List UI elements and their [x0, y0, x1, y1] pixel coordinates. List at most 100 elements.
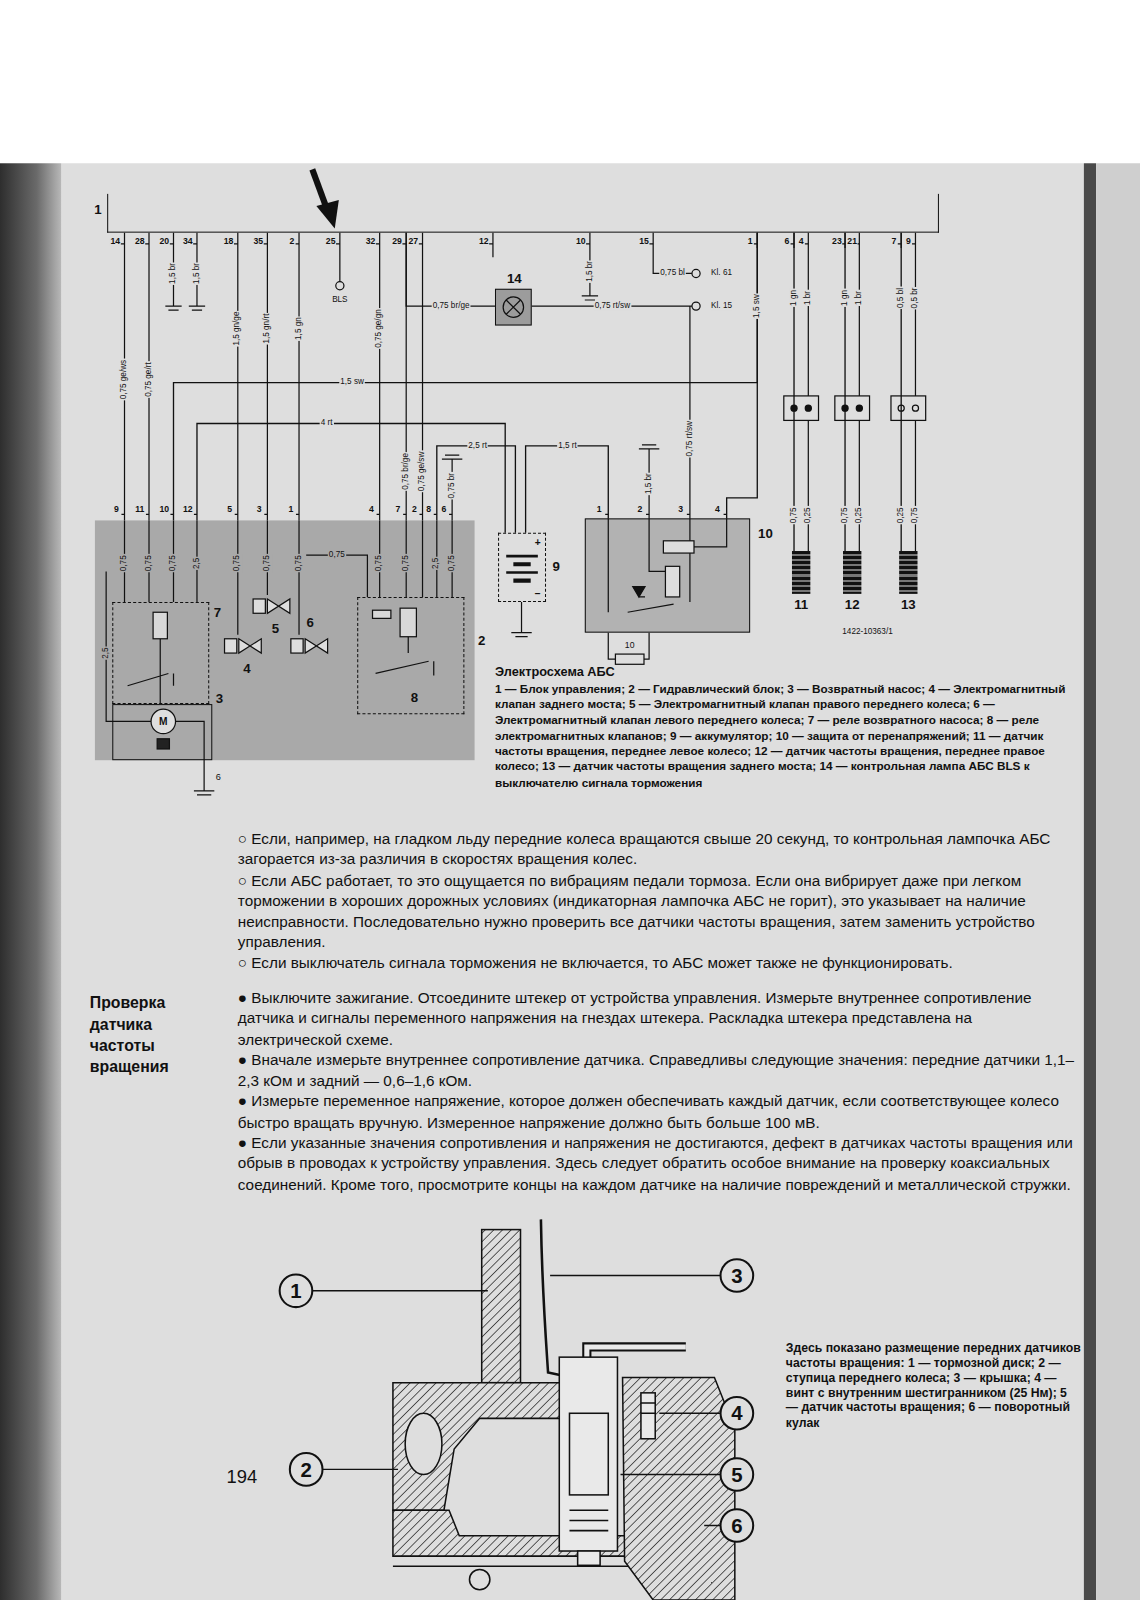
callout-number: 1: [289, 1280, 302, 1302]
pin-number: 23: [831, 237, 843, 247]
pin-number: 27: [407, 237, 419, 247]
pin-number: 7: [891, 237, 898, 247]
hub-illustration: [559, 1357, 617, 1551]
bullet-paragraph: ● Измерьте переменное напряжение, которо…: [238, 1091, 1077, 1132]
wire-label: 0,75: [790, 506, 799, 524]
paragraph: ○ Если, например, на гладком льду передн…: [238, 829, 1077, 870]
pin-number: 6: [783, 237, 790, 247]
wire-label: 0,25: [855, 506, 864, 524]
solenoid-valve: 6: [291, 635, 328, 657]
motor-symbol-label: M: [158, 716, 169, 727]
wire-label: 0,75 rt/sw: [685, 420, 694, 457]
wire-label: 0,75 ge/gn: [375, 308, 384, 349]
component-symbol: [891, 396, 926, 420]
callout-number: 2: [299, 1458, 312, 1480]
wire-label: 1,5 gn: [295, 316, 304, 341]
block-fill: [495, 289, 532, 326]
component-number: 13: [901, 598, 916, 613]
pin-number: 6: [441, 504, 448, 514]
pin-number: 20: [158, 237, 170, 247]
pointer-arrow: [312, 169, 339, 228]
component-symbol: [157, 739, 169, 749]
hub-illustration: [469, 1569, 489, 1589]
block-fill: [585, 518, 750, 632]
wire-label: 0,5 bl: [897, 287, 906, 309]
page-ground: [0, 163, 61, 1600]
wire-label: 0,75 br/ge: [432, 302, 471, 311]
wire-label: 0,75: [402, 554, 411, 572]
wire: [376, 637, 434, 676]
bullet-paragraph: ● Если указанные значения сопротивления …: [238, 1133, 1077, 1195]
wire-label: 2,5 rt: [467, 441, 488, 450]
wire-label: 0,75 rt/sw: [594, 302, 631, 311]
pin-number: 1: [287, 504, 294, 514]
wire-label: 1 br: [804, 290, 813, 306]
speed-sensor-coil: 11: [792, 551, 810, 594]
wire-connector: [197, 423, 505, 532]
figure-caption: Здесь показано размещение передних датчи…: [786, 1341, 1082, 1430]
hub-illustration: [641, 1403, 655, 1413]
speed-sensor-coil: 13: [899, 551, 917, 594]
leader-line: [312, 1276, 720, 1526]
wire-label: 0,75 ge/rt: [145, 361, 154, 398]
wire-label: 0,75 ge/sw: [418, 451, 427, 493]
pin-number: 4: [714, 504, 721, 514]
warning-lamp: 14: [495, 289, 532, 326]
wire-label: 1,5 gn/ge: [233, 311, 242, 347]
wire: [120, 243, 915, 244]
component-symbol: [835, 396, 870, 420]
wire-connector: [844, 233, 845, 551]
hub-illustration: [623, 1378, 735, 1600]
component-symbol: [153, 612, 167, 639]
pointer-arrow: [312, 169, 326, 208]
pin-number: 15: [638, 237, 650, 247]
wire-connector: [526, 446, 609, 533]
pin-number: 29: [391, 237, 403, 247]
hub-illustration: [482, 1230, 521, 1383]
page-number: 194: [227, 1465, 288, 1487]
wire-label: 1,5 br: [192, 262, 201, 285]
text-column: ● Выключите зажигание. Отсоедините штеке…: [238, 988, 1077, 1195]
relay-box: 7: [112, 602, 209, 704]
control-unit-bracket: 1: [107, 194, 939, 233]
pin-number: 35: [252, 237, 264, 247]
callout-circle: [290, 1453, 323, 1486]
wire-label: 0,75: [375, 554, 384, 572]
polarity-sign: −: [534, 588, 542, 599]
component-number: 5: [272, 621, 279, 636]
component-number: 12: [845, 598, 860, 613]
component-symbol: [336, 282, 344, 290]
wire-label: 1,5 br: [645, 472, 654, 495]
component-number: 3: [216, 692, 223, 707]
pin-number: 7: [395, 504, 402, 514]
wire-label: 0,75: [295, 554, 304, 572]
component-number: 11: [794, 598, 808, 613]
callout-number: 3: [730, 1264, 743, 1286]
component-symbol: [805, 405, 811, 411]
hub-illustration: [578, 1551, 600, 1565]
pin-number: 18: [223, 237, 235, 247]
wire-label: 0,75: [448, 554, 457, 572]
component-symbol: [856, 405, 862, 411]
side-heading: Проверка датчика частоты вращения: [90, 992, 192, 1078]
wire-label: 2,5: [102, 646, 111, 659]
text-column: ○ Если, например, на гладком льду передн…: [238, 829, 1077, 974]
speed-sensor-coil: 12: [843, 551, 861, 594]
wire-label: 6: [215, 773, 222, 783]
component-symbol: [239, 639, 261, 653]
pin-number: 4: [368, 504, 375, 514]
component-number: 14: [507, 271, 522, 286]
wire-label: 1,5 sw: [753, 293, 762, 319]
wire: [511, 602, 531, 637]
component-number: 2: [478, 634, 485, 649]
wire-label: 0,75 ge/ws: [120, 359, 129, 401]
wire-label: 2,5: [192, 557, 201, 570]
pump-motor-box: 3: [112, 704, 212, 760]
pin-number: 10: [158, 504, 170, 514]
figure-legend-text: 1 — Блок управления; 2 — Гидравлический …: [495, 682, 1081, 791]
hub-illustration: [569, 1413, 608, 1495]
wire-connector: [437, 446, 516, 533]
paragraph: ○ Если выключатель сигнала торможения не…: [238, 953, 1077, 974]
